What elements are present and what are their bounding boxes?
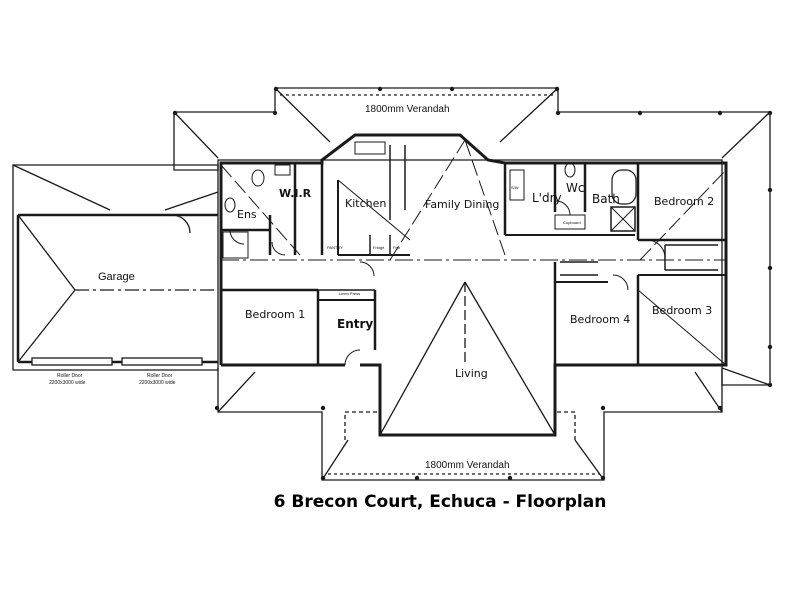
label-frm: Frm <box>393 245 401 250</box>
label-roller-door-1-size: 2200x3000 wide <box>49 380 86 386</box>
roof-hips <box>220 139 727 261</box>
verandah-post <box>767 187 773 193</box>
label-bath: Bath <box>592 192 620 206</box>
verandah-post <box>554 86 560 92</box>
house-walls <box>219 133 728 437</box>
verandah-post <box>717 405 723 411</box>
verandah-post <box>272 110 278 116</box>
label-roller-door-1: Roller Door <box>57 373 83 379</box>
page-title: 6 Brecon Court, Echuca - Floorplan <box>274 492 607 512</box>
verandah-post <box>555 110 561 116</box>
verandah-post <box>600 405 606 411</box>
label-wir: W.I.R <box>279 187 312 200</box>
verandah-post <box>507 475 513 481</box>
label-roller-door-2: Roller Door <box>147 373 173 379</box>
living-roof <box>379 281 556 436</box>
label-entry: Entry <box>337 317 373 331</box>
garage-structure <box>12 164 219 371</box>
label-family-dining: Family Dining <box>425 198 499 211</box>
label-ldry: L'dry <box>532 191 562 205</box>
label-bedroom3: Bedroom 3 <box>652 304 712 317</box>
verandah-post <box>767 110 773 116</box>
verandah-post <box>320 475 326 481</box>
verandah-post <box>449 86 455 92</box>
label-bedroom4: Bedroom 4 <box>570 313 630 326</box>
label-fridge: Fridge <box>373 245 385 250</box>
label-wc: Wc <box>566 181 584 195</box>
verandah-post <box>717 110 723 116</box>
verandah-post <box>600 475 606 481</box>
label-top-verandah: 1800mm Verandah <box>365 104 450 115</box>
verandah-post <box>320 405 326 411</box>
top-verandah-roof <box>173 87 771 386</box>
verandah-post <box>214 405 220 411</box>
label-bedroom2: Bedroom 2 <box>654 195 714 208</box>
label-bottom-verandah: 1800mm Verandah <box>425 460 510 471</box>
verandah-post <box>767 382 773 388</box>
verandah-post <box>414 475 420 481</box>
verandah-post <box>767 344 773 350</box>
bottom-verandah-roof <box>217 368 723 481</box>
label-bedroom1: Bedroom 1 <box>245 308 305 321</box>
verandah-post <box>172 110 178 116</box>
verandah-post <box>637 110 643 116</box>
label-linen-press: Linen Press <box>339 291 360 296</box>
label-ldry-cabinet: S/W <box>511 185 519 190</box>
verandah-post <box>767 265 773 271</box>
verandah-post <box>273 86 279 92</box>
verandah-posts <box>172 86 773 481</box>
label-kitchen: Kitchen <box>345 197 386 210</box>
verandah-post <box>377 86 383 92</box>
label-roller-door-2-size: 2200x3000 wide <box>139 380 176 386</box>
label-pantry: PANTRY <box>327 245 343 250</box>
label-ens: Ens <box>237 208 257 221</box>
label-living: Living <box>455 367 488 380</box>
label-cupboard: Cupboard <box>563 220 581 225</box>
label-garage: Garage <box>98 271 135 283</box>
